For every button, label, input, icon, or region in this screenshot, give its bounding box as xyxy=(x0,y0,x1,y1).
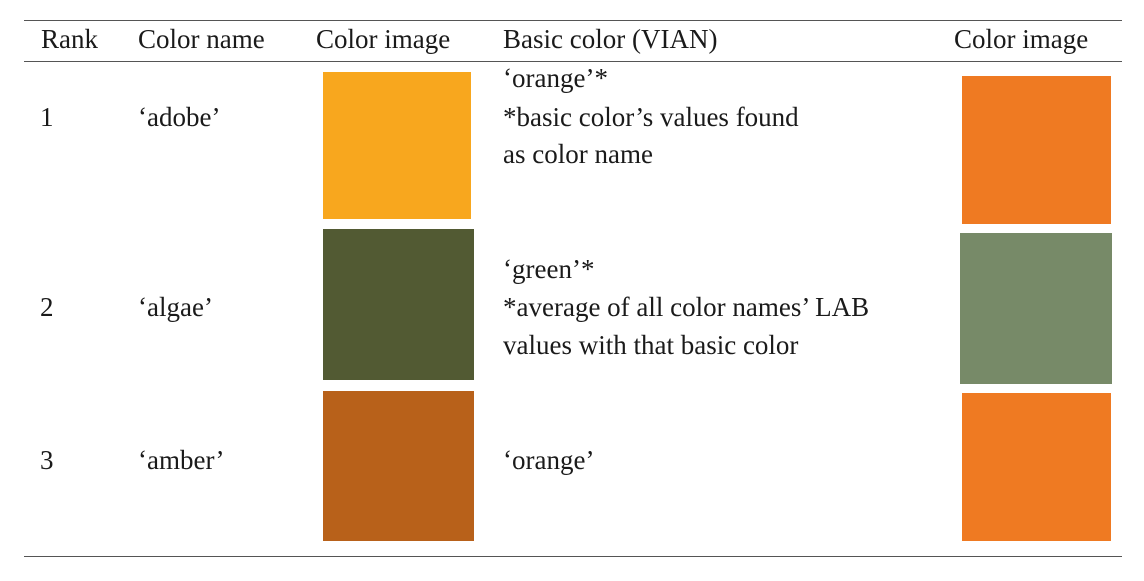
header-rank: Rank xyxy=(41,24,98,54)
color-swatch xyxy=(323,391,474,541)
basic-color-swatch xyxy=(962,393,1111,541)
basic-color-swatch xyxy=(960,233,1112,384)
color-swatch xyxy=(323,72,471,219)
basic-color-swatch xyxy=(962,76,1111,224)
color-name-cell: ‘adobe’ xyxy=(138,102,221,132)
basic-color-line: ‘green’* xyxy=(503,254,595,284)
color-name-cell: ‘algae’ xyxy=(138,292,213,322)
basic-color-line: as color name xyxy=(503,139,653,169)
rank-cell: 3 xyxy=(40,445,54,475)
header-rule xyxy=(24,61,1122,62)
basic-color-line: *basic color’s values found xyxy=(503,102,799,132)
color-name-cell: ‘amber’ xyxy=(138,445,225,475)
basic-color-line: ‘orange’ xyxy=(503,445,595,475)
color-swatch xyxy=(323,229,474,380)
header-basic-color: Basic color (VIAN) xyxy=(503,24,718,54)
rank-cell: 1 xyxy=(40,102,54,132)
header-color-image: Color image xyxy=(316,24,451,54)
basic-color-line: values with that basic color xyxy=(503,330,799,360)
basic-color-line: ‘orange’* xyxy=(503,63,608,93)
header-color-name: Color name xyxy=(138,24,265,54)
header-basic-color-image: Color image xyxy=(954,24,1089,54)
bottom-rule xyxy=(24,556,1122,557)
top-rule xyxy=(24,20,1122,21)
basic-color-line: *average of all color names’ LAB xyxy=(503,292,870,322)
rank-cell: 2 xyxy=(40,292,54,322)
